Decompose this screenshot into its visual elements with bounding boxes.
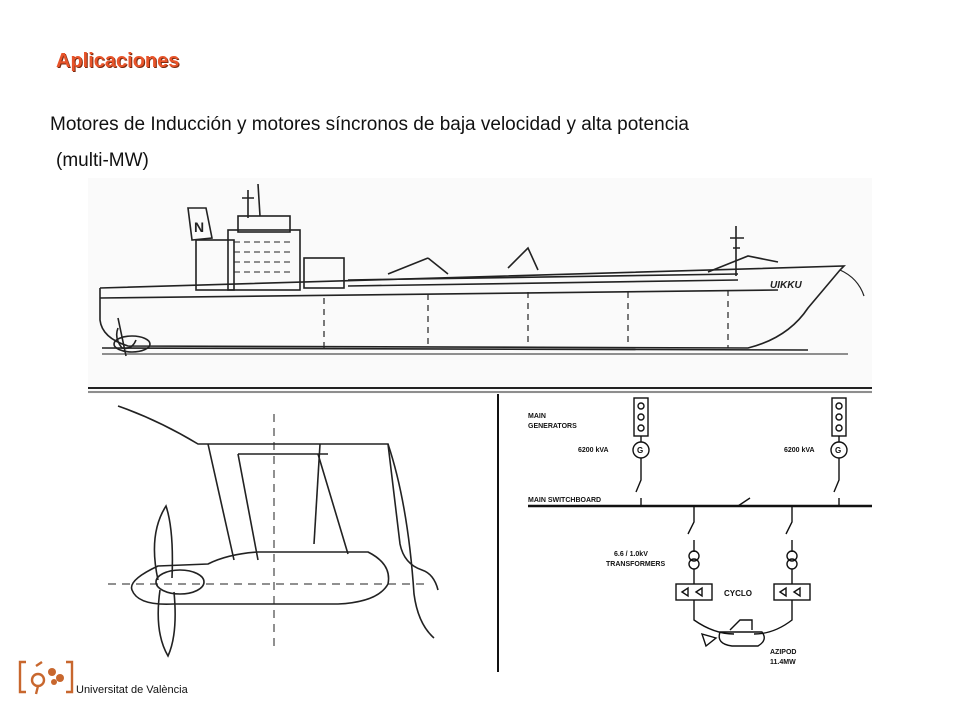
switchboard-label: MAIN SWITCHBOARD xyxy=(528,497,601,504)
slide-title: Aplicaciones xyxy=(56,50,180,72)
azipod-drawing xyxy=(108,405,439,658)
body-text-line-1: Motores de Inducción y motores síncronos… xyxy=(50,114,689,135)
main-label: MAIN xyxy=(528,413,546,420)
funnel-letter: N xyxy=(194,219,204,235)
university-logo-icon xyxy=(18,660,74,695)
cyclo-label: CYCLO xyxy=(724,589,752,598)
azipod-label: AZIPOD xyxy=(770,649,796,656)
ship-figure: N UIKKU xyxy=(88,178,872,672)
ship-drawing: N UIKKU xyxy=(88,178,872,394)
gen1-symbol: G xyxy=(637,446,643,455)
transformer-rating: 6.6 / 1.0kV xyxy=(614,551,648,558)
gen1-rating: 6200 kVA xyxy=(578,447,609,454)
azipod-rating: 11.4MW xyxy=(770,659,796,666)
gen2-rating: 6200 kVA xyxy=(784,447,815,454)
body-text-line-2: (multi-MW) xyxy=(56,150,149,171)
transformers-label: TRANSFORMERS xyxy=(606,561,665,568)
university-name: Universitat de València xyxy=(76,684,188,696)
ship-name: UIKKU xyxy=(770,280,802,291)
circuit-diagram: MAIN GENERATORS 6200 kVA 6200 kVA G G MA… xyxy=(496,394,872,672)
gen2-symbol: G xyxy=(835,446,841,455)
generators-label: GENERATORS xyxy=(528,423,577,430)
